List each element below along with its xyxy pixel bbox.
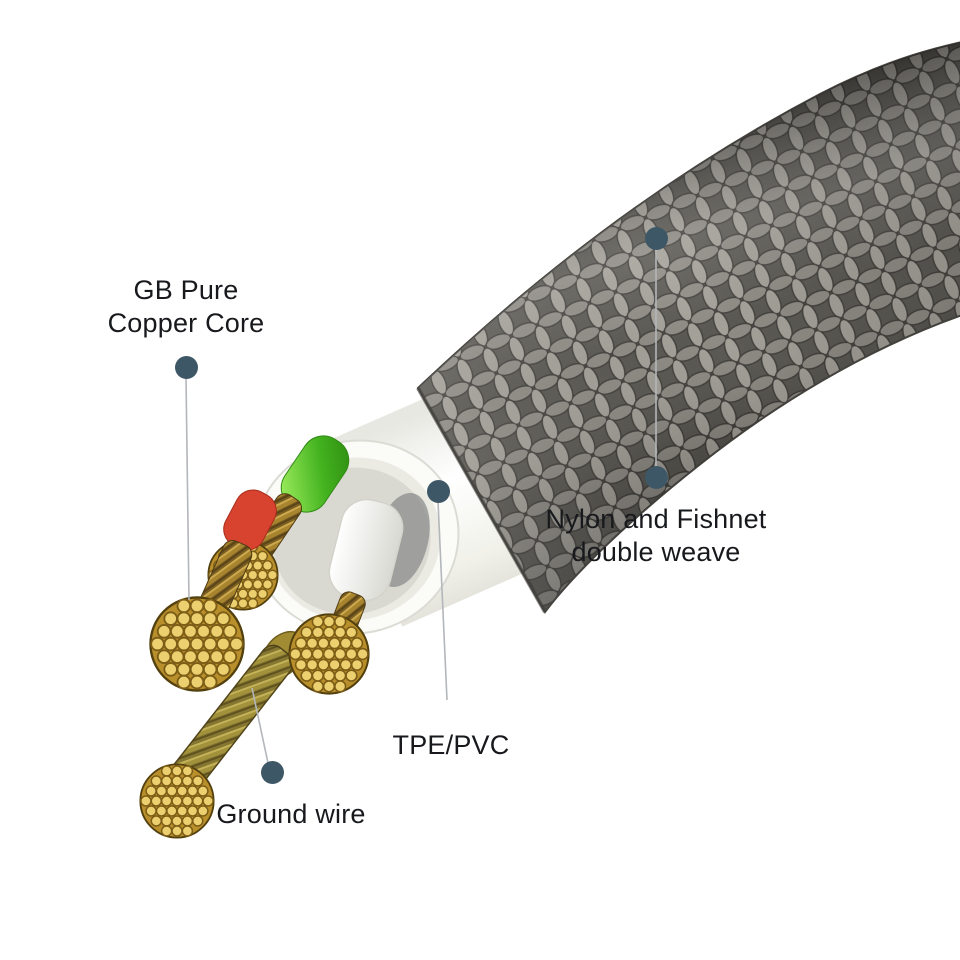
white-copper-bundle: [288, 613, 370, 695]
callout-label-copper-core: GB Pure Copper Core: [36, 274, 336, 340]
red-copper-bundle: [149, 596, 245, 692]
label-line: Ground wire: [216, 799, 366, 829]
label-line: Nylon and Fishnet: [545, 504, 767, 534]
callout-dot-nylon-weave-bottom: [645, 466, 668, 489]
label-line: Copper Core: [107, 308, 265, 338]
callout-dot-ground-wire: [261, 761, 284, 784]
inner-wires: [139, 435, 430, 839]
wire-white: [288, 498, 404, 695]
label-line: double weave: [571, 537, 741, 567]
callout-dot-copper-core: [175, 356, 198, 379]
label-line: GB Pure: [133, 275, 239, 305]
wire-green: [207, 435, 350, 611]
callout-dot-tpe-pvc: [427, 480, 450, 503]
braided-sleeve: [416, 35, 960, 613]
wire-red: [149, 489, 277, 692]
label-line: TPE/PVC: [392, 730, 510, 760]
callout-dot-nylon-weave-top: [645, 227, 668, 250]
callout-label-tpe-pvc: TPE/PVC: [331, 729, 571, 762]
callout-label-nylon-weave: Nylon and Fishnet double weave: [476, 503, 836, 569]
callout-label-ground-wire: Ground wire: [171, 798, 411, 831]
braid-cut-edge: [416, 387, 547, 613]
